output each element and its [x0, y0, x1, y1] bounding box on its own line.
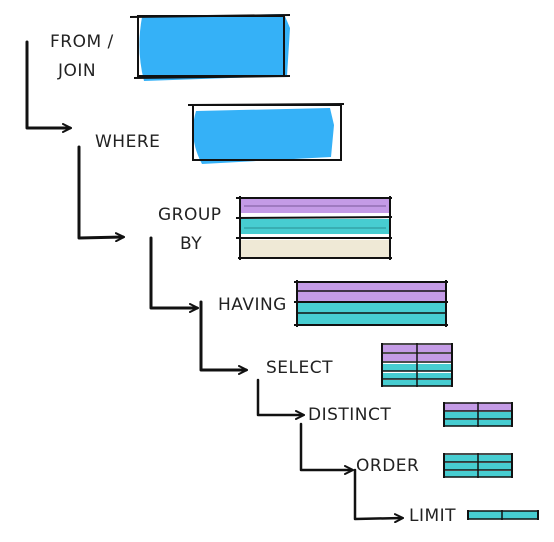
- block-having: [294, 280, 448, 327]
- step-having: HAVING: [218, 280, 448, 327]
- step-from-join: FROM / JOIN: [50, 14, 291, 81]
- block-limit: [467, 510, 539, 520]
- step-label-line: SELECT: [266, 358, 333, 378]
- step-group-by: GROUP BY: [158, 196, 393, 260]
- connector-arrow-where-to-group: [77, 145, 123, 238]
- step-where: WHERE: [95, 103, 345, 164]
- step-distinct: DISTINCT: [308, 402, 513, 427]
- connector-arrow-order-to-limit: [353, 468, 402, 519]
- row-cream: [240, 240, 390, 258]
- connector-arrow-from-to-where: [25, 40, 70, 128]
- step-label-line: JOIN: [57, 61, 96, 81]
- step-label-line: WHERE: [95, 132, 160, 152]
- connector-arrow-having-to-select: [199, 300, 246, 370]
- step-label-line: LIMIT: [409, 506, 456, 526]
- step-label-line: BY: [180, 234, 202, 254]
- block-from-join: [129, 14, 291, 81]
- block-where: [187, 103, 345, 164]
- row-teal: [240, 219, 390, 234]
- blue-fill: [139, 14, 290, 81]
- flow-connectors: [25, 40, 402, 519]
- block-select: [381, 343, 453, 387]
- step-select: SELECT: [266, 343, 453, 387]
- connector-arrow-group-to-having: [149, 236, 197, 308]
- step-limit: LIMIT: [409, 506, 539, 526]
- step-label-line: FROM /: [50, 32, 114, 52]
- connector-arrow-select-to-distinct: [256, 378, 303, 415]
- block-order: [443, 453, 513, 478]
- block-group-by: [235, 196, 393, 260]
- connector-arrow-distinct-to-order: [299, 422, 352, 470]
- step-label-line: HAVING: [218, 295, 287, 315]
- row-purple: [298, 282, 446, 302]
- step-label-line: ORDER: [356, 456, 419, 476]
- step-label-line: DISTINCT: [308, 405, 391, 425]
- step-label-line: GROUP: [158, 205, 222, 225]
- block-distinct: [443, 402, 513, 427]
- blue-fill: [193, 108, 334, 164]
- step-order: ORDER: [356, 453, 513, 478]
